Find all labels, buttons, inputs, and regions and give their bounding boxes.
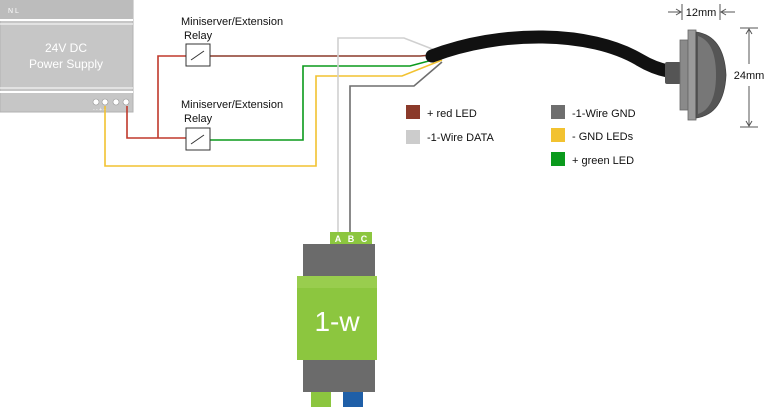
relay-1-label-line1: Miniserver/Extension <box>181 16 283 28</box>
legend-item-data: -1-Wire DATA <box>406 130 494 144</box>
wires <box>104 37 445 234</box>
dimension-height-label: 24mm <box>734 70 765 82</box>
dimension-width-label: 12mm <box>686 7 717 19</box>
legend: + red LED -1-Wire DATA -1-Wire GND - GND… <box>406 105 636 167</box>
legend-label-red-led: + red LED <box>427 108 477 120</box>
legend-item-green-led: + green LED <box>551 152 634 167</box>
cable <box>425 30 697 80</box>
brown-wire <box>210 53 445 57</box>
yellow-wire <box>104 59 443 167</box>
red-wire <box>126 55 186 139</box>
onewire-module: A B C 1-w <box>297 232 377 407</box>
dimension-height: 24mm <box>734 27 765 128</box>
module-label: 1-w <box>314 306 360 337</box>
gray-wire <box>349 61 443 234</box>
legend-label-gnd: -1-Wire GND <box>572 108 636 120</box>
relay-2: Miniserver/Extension Relay <box>181 99 283 151</box>
push-button <box>665 29 727 121</box>
relay-1-label-line2: Relay <box>184 30 213 42</box>
psu-terminal-marks: - - + + <box>93 107 106 113</box>
legend-item-gnd-leds: - GND LEDs <box>551 128 634 143</box>
psu-title-line1: 24V DC <box>45 41 87 55</box>
legend-item-red-led: + red LED <box>406 105 477 120</box>
relay-1: Miniserver/Extension Relay <box>181 16 283 67</box>
legend-label-green-led: + green LED <box>572 155 634 167</box>
green-wire <box>210 57 441 141</box>
module-pin-b: B <box>348 234 355 244</box>
relay-2-label-line2: Relay <box>184 113 213 125</box>
psu-terminals <box>92 98 130 106</box>
white-wire <box>337 37 441 234</box>
legend-item-gnd: -1-Wire GND <box>551 105 636 120</box>
module-pin-a: A <box>335 234 342 244</box>
power-supply: N L 24V DC Power Supply - - + + <box>0 0 134 113</box>
module-pin-c: C <box>361 234 368 244</box>
relay-2-label-line1: Miniserver/Extension <box>181 99 283 111</box>
legend-label-gnd-leds: - GND LEDs <box>572 131 634 143</box>
dimension-width: 12mm <box>668 4 735 20</box>
psu-title-line2: Power Supply <box>29 57 103 71</box>
psu-top-marks: N L <box>8 8 19 15</box>
legend-label-data: -1-Wire DATA <box>427 132 494 144</box>
